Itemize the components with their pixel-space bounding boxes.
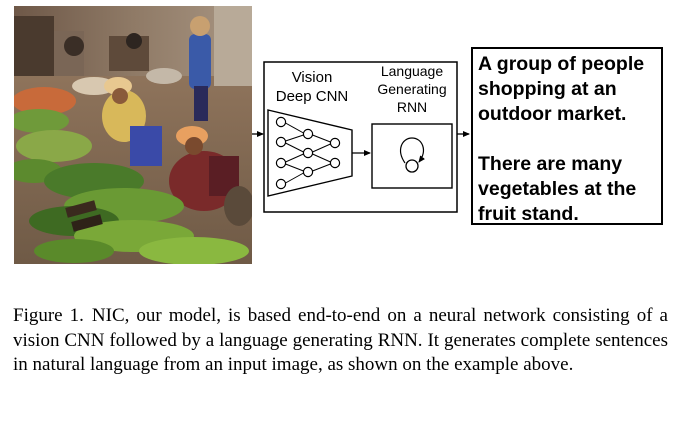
figure-caption-text: NIC, our model, is based end-to-end on a… [13,305,668,376]
vision-cnn-box [263,61,458,213]
model-pipeline-diagram: Vision Deep CNN [252,61,470,213]
language-rnn-box [371,123,453,189]
figure-caption: Figure 1.NIC, our model, is based end-to… [13,304,668,378]
figure-caption-label: Figure 1. [13,305,84,326]
language-rnn-label-line1: Language [381,63,444,79]
output-sentence-1-line-2: shopping at an [478,78,617,100]
vision-cnn-label-line2: Deep CNN [276,88,349,105]
output-sentence-2-line-1: There are many [478,153,623,175]
cnn-network-icon [267,109,353,197]
recurrent-loop-icon [400,137,425,173]
language-rnn-label-line3: RNN [397,99,427,115]
output-sentence-1-line-1: A group of people [478,53,645,75]
market-photo [14,6,252,264]
output-sentence-1-line-3: outdoor market. [478,103,627,125]
vision-cnn-label-line1: Vision [292,69,333,86]
language-rnn-label-line2: Generating [377,81,446,97]
output-sentence-2-line-3: fruit stand. [478,203,579,225]
generated-sentences-box: A group of people shopping at an outdoor… [471,47,663,225]
output-sentence-2-line-2: vegetables at the [478,178,637,200]
